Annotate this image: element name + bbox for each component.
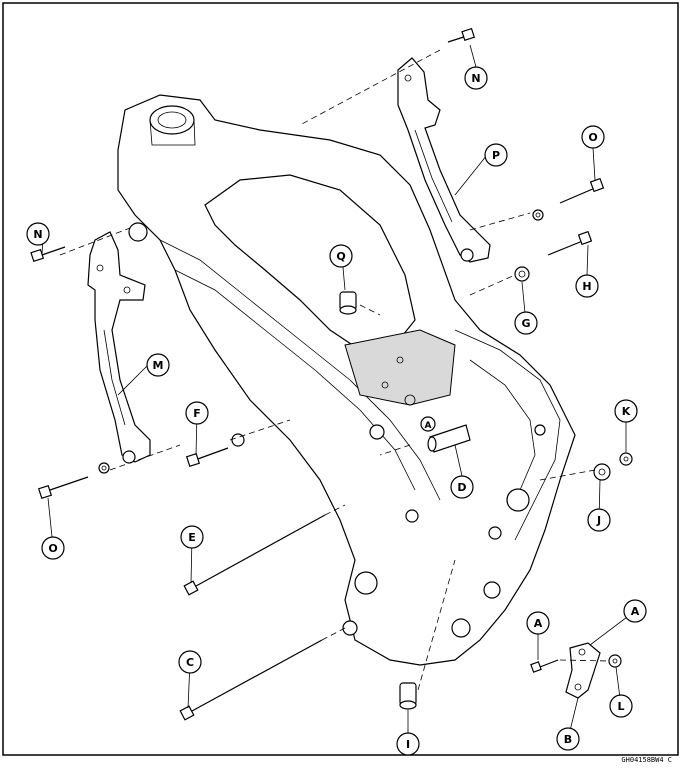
svg-text:B: B	[564, 733, 572, 746]
svg-text:Q: Q	[336, 250, 345, 263]
main-frame	[117, 94, 576, 666]
assembly-lines	[59, 49, 609, 691]
right-subframe-bracket	[397, 57, 491, 263]
callout-A-bolt: A	[526, 611, 550, 635]
svg-text:K: K	[622, 405, 631, 418]
callout-O-left: O	[41, 536, 65, 560]
callout-Q: Q	[329, 244, 353, 268]
fasteners	[30, 27, 633, 721]
callout-N-top: N	[464, 66, 488, 90]
lower-bracket	[565, 642, 601, 699]
svg-text:A: A	[631, 605, 640, 618]
svg-text:O: O	[588, 131, 597, 144]
svg-text:C: C	[186, 656, 194, 669]
callout-F: F	[185, 401, 209, 425]
figure-border	[2, 2, 679, 756]
callout-D: D	[450, 475, 474, 499]
callout-H: H	[575, 274, 599, 298]
callout-M: M	[146, 353, 170, 377]
svg-text:N: N	[471, 72, 480, 85]
callouts: N N O O P H Q G M F K D J E C A A A L I …	[26, 66, 647, 756]
drawing-code: GH04158BW4 C	[621, 756, 672, 764]
svg-text:M: M	[153, 359, 164, 372]
callout-A-frame: A	[420, 416, 436, 432]
svg-text:F: F	[193, 407, 201, 420]
callout-N-left: N	[26, 222, 50, 246]
callout-I: I	[396, 732, 420, 756]
svg-text:N: N	[33, 228, 42, 241]
svg-text:D: D	[457, 481, 466, 494]
svg-text:J: J	[596, 514, 601, 527]
callout-K: K	[614, 399, 638, 423]
callout-G: G	[514, 311, 538, 335]
callout-J: J	[587, 508, 611, 532]
svg-text:G: G	[521, 317, 530, 330]
svg-text:L: L	[617, 700, 624, 713]
callout-C: C	[178, 650, 202, 674]
svg-text:P: P	[492, 149, 500, 162]
svg-text:O: O	[48, 542, 57, 555]
callout-A-bracket: A	[623, 599, 647, 623]
callout-B: B	[556, 727, 580, 751]
svg-text:I: I	[406, 738, 410, 751]
callout-L: L	[609, 694, 633, 718]
callout-E: E	[180, 525, 204, 549]
callout-O-top: O	[581, 125, 605, 149]
svg-text:H: H	[582, 280, 591, 293]
svg-text:A: A	[425, 421, 432, 431]
left-subframe-bracket	[87, 231, 151, 464]
svg-text:A: A	[534, 617, 543, 630]
svg-text:E: E	[188, 531, 196, 544]
callout-P: P	[484, 143, 508, 167]
